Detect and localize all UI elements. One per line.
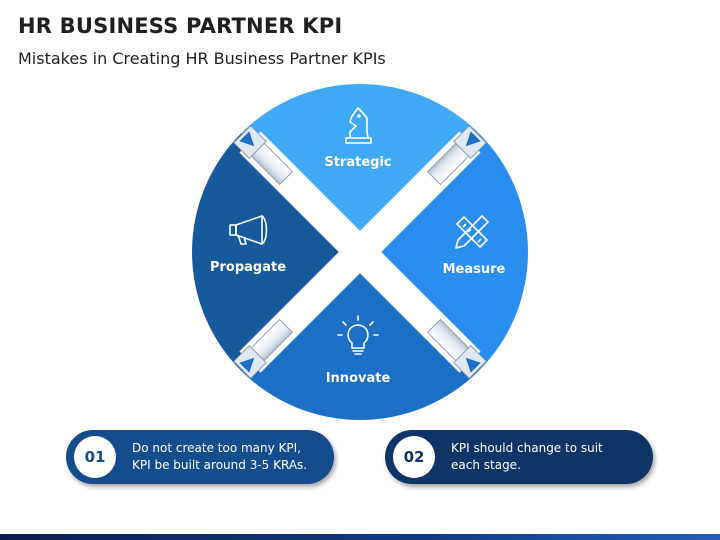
pencil-ruler-icon (455, 215, 489, 249)
segment-label-measure: Measure (443, 262, 506, 277)
megaphone-icon (229, 215, 268, 245)
mistake-card-2: 02 KPI should change to suit each stage. (385, 430, 653, 484)
page-title: HR BUSINESS PARTNER KPI (18, 14, 343, 38)
segment-label-innovate: Innovate (326, 371, 391, 386)
card-number-badge: 01 (74, 436, 116, 478)
lightbulb-icon (337, 315, 379, 355)
card-description: Do not create too many KPI, KPI be built… (132, 440, 307, 474)
card-text-line: Do not create too many KPI, (132, 441, 301, 455)
page-subtitle: Mistakes in Creating HR Business Partner… (18, 49, 386, 68)
card-text-line: each stage. (451, 458, 521, 472)
segment-label-propagate: Propagate (210, 260, 286, 275)
mistake-card-1: 01 Do not create too many KPI, KPI be bu… (66, 430, 334, 484)
card-number-badge: 02 (393, 436, 435, 478)
segment-propagate (192, 84, 360, 420)
connector-rods (233, 125, 487, 379)
card-text-line: KPI should change to suit (451, 441, 603, 455)
card-description: KPI should change to suit each stage. (451, 440, 603, 474)
footer-bar (0, 534, 720, 540)
segment-strategic (192, 84, 528, 252)
segment-label-strategic: Strategic (324, 155, 391, 170)
segment-measure (360, 84, 528, 420)
chess-knight-icon (345, 107, 372, 144)
segment-innovate (192, 252, 528, 420)
card-text-line: KPI be built around 3-5 KRAs. (132, 458, 308, 472)
x-separator (239, 131, 481, 373)
